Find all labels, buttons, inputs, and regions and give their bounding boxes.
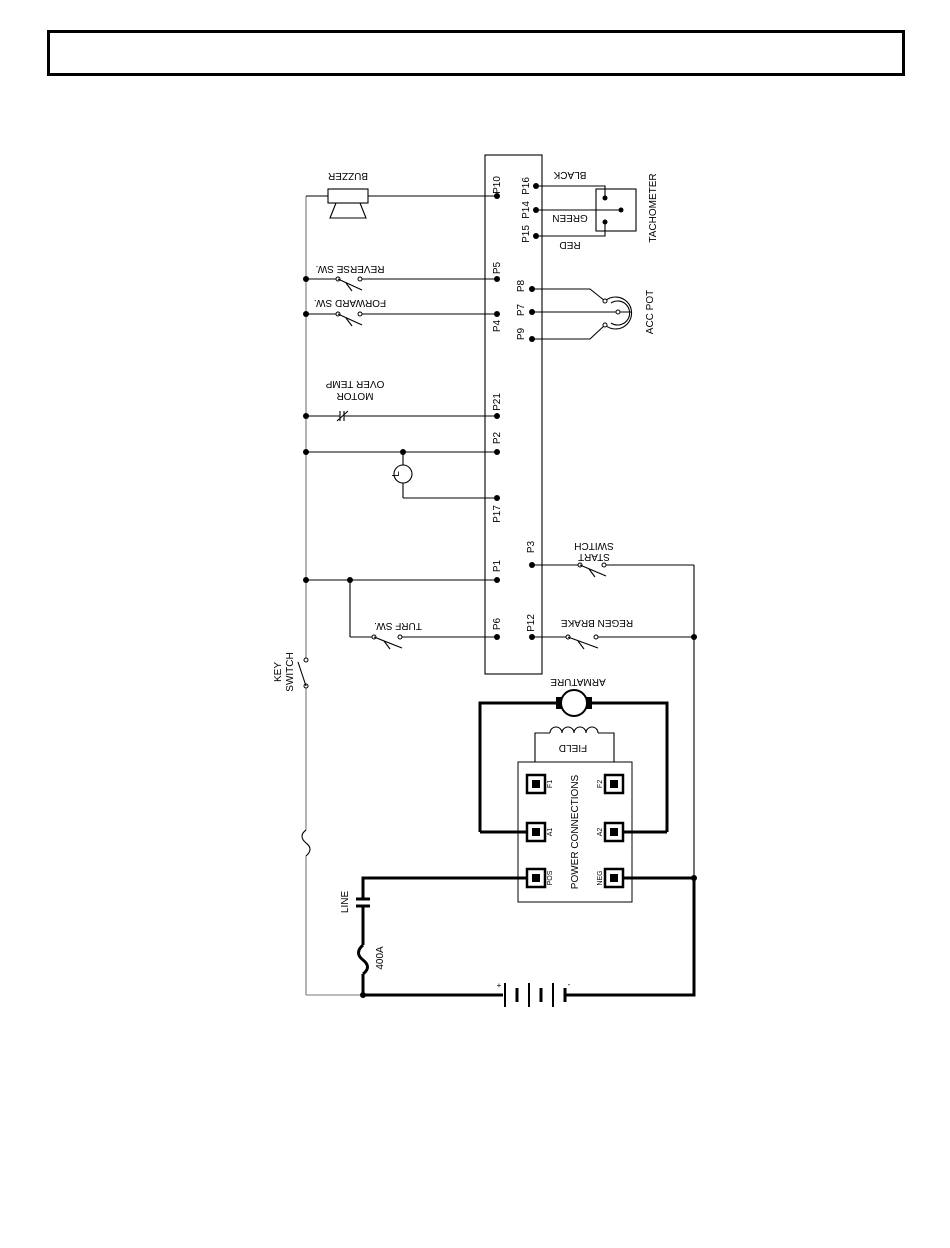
terminal-neg-label: NEG [597, 870, 604, 885]
reverse-switch-label: REVERSE SW. [316, 263, 385, 274]
power-connections-label: POWER CONNECTIONS [570, 774, 581, 889]
pin-p3-label: P3 [526, 540, 537, 553]
motor-over-temp-label-1: MOTOR [336, 390, 373, 401]
controller-box [485, 155, 542, 674]
pin-p4-label: P4 [492, 319, 503, 332]
terminal-f1 [527, 775, 545, 793]
battery [505, 983, 565, 1007]
turf-switch [372, 635, 402, 649]
pin-p10-label: P10 [492, 176, 503, 194]
right-pin-dots [529, 183, 539, 640]
main-fuse [359, 945, 368, 974]
pot-p8-wire [532, 289, 605, 301]
key-switch-label-2: SWITCH [285, 652, 296, 691]
terminal-f2-label: F2 [597, 780, 604, 788]
tach-black-wire [536, 186, 605, 198]
pin-p21-label: P21 [492, 393, 503, 411]
tach-red-wire [536, 222, 605, 236]
reverse-switch [336, 277, 362, 291]
field-coil [550, 727, 598, 733]
buzzer-horn [330, 203, 366, 218]
tach-green-label: GREEN [552, 212, 588, 223]
motor-over-temp-label-2: OVER TEMP [325, 378, 384, 389]
pin-p12-label: P12 [526, 614, 537, 632]
line-label: LINE [340, 891, 351, 914]
key-switch [298, 658, 308, 688]
regen-brake-label: REGEN BRAKE [561, 617, 634, 628]
pin-p9-label: P9 [516, 327, 527, 340]
pin-p5-label: P5 [492, 261, 503, 274]
terminal-f1-label: F1 [547, 780, 554, 788]
forward-switch-label: FORWARD SW. [314, 297, 386, 308]
pin-p14-label: P14 [521, 201, 532, 219]
pin-p17-label: P17 [492, 505, 503, 523]
pin-p16-label: P16 [521, 177, 532, 195]
lamp-label: L [391, 471, 402, 477]
pin-p6-label: P6 [492, 617, 503, 630]
terminal-neg [605, 869, 623, 887]
forward-switch [336, 312, 362, 326]
buzzer-label: BUZZER [328, 170, 368, 181]
armature [556, 690, 592, 716]
buzzer [328, 189, 368, 203]
line-contactor [356, 899, 370, 906]
key-switch-label-1: KEY [273, 662, 284, 682]
terminal-pos [527, 869, 545, 887]
pin-p2-label: P2 [492, 431, 503, 444]
turf-switch-label: TURF SW. [374, 620, 422, 631]
pin-p1-label: P1 [492, 559, 503, 572]
acc-pot [603, 297, 632, 329]
regen-brake-switch [566, 635, 598, 649]
pin-p15-label: P15 [521, 225, 532, 243]
terminal-a1 [527, 823, 545, 841]
acc-pot-label: ACC POT [645, 290, 656, 334]
tach-black-label: BLACK [553, 169, 586, 180]
terminal-f2 [605, 775, 623, 793]
tachometer-label: TACHOMETER [648, 173, 659, 242]
pin-p7-label: P7 [516, 303, 527, 316]
battery-plus-label: + [497, 981, 502, 990]
terminal-a2-label: A2 [597, 828, 604, 837]
terminal-a1-label: A1 [547, 828, 554, 837]
pin-p8-label: P8 [516, 279, 527, 292]
pot-p9-wire [532, 325, 605, 339]
control-fuse [302, 830, 310, 856]
start-switch-label-1: START [578, 551, 610, 562]
fuse-label: 400A [375, 946, 386, 970]
pos-main-wire [363, 878, 527, 898]
field-label: FIELD [559, 742, 587, 753]
armature-label: ARMATURE [550, 676, 606, 687]
start-switch-label-2: SWITCH [574, 540, 613, 551]
battery-minus-label: - [568, 980, 571, 989]
terminal-pos-label: POS [547, 870, 554, 885]
terminal-a2 [605, 823, 623, 841]
start-switch [578, 563, 606, 577]
tach-red-label: RED [559, 239, 580, 250]
